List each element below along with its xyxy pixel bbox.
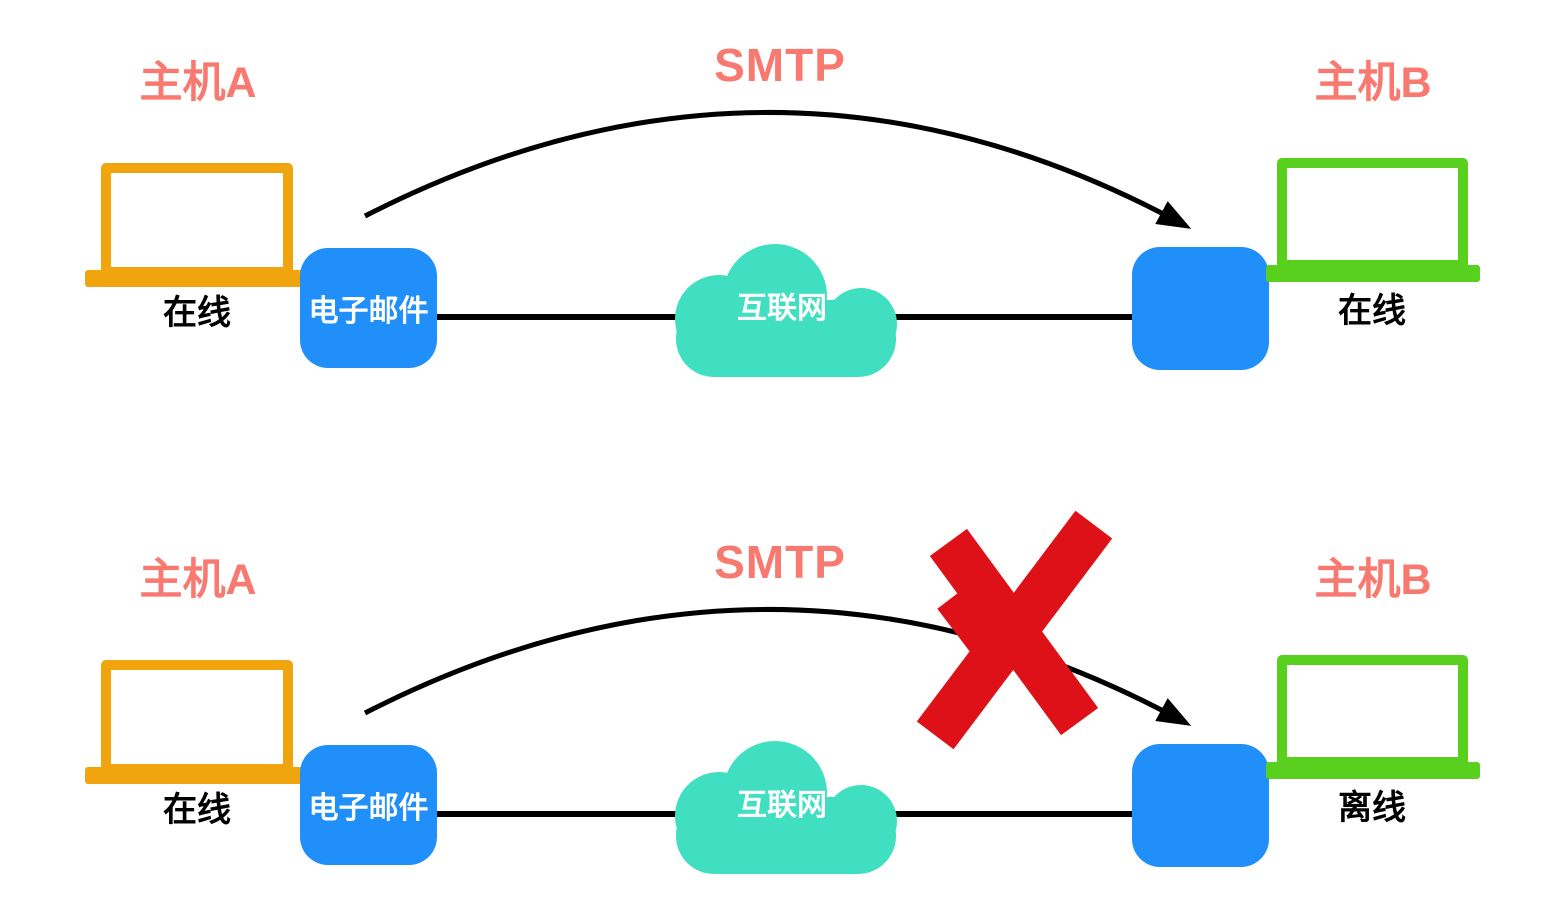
internet-cloud-icon bbox=[675, 741, 897, 874]
email-client-label: 电子邮件 bbox=[308, 792, 429, 825]
host-b-label: 主机B bbox=[1314, 556, 1432, 604]
host-b-status: 离线 bbox=[1338, 789, 1406, 827]
laptop-b-screen bbox=[1277, 655, 1468, 767]
mail-server-box bbox=[1132, 247, 1269, 370]
protocol-label: SMTP bbox=[714, 39, 846, 91]
email-client-box: 电子邮件 bbox=[300, 745, 437, 865]
laptop-b-base bbox=[1266, 762, 1480, 779]
host-a-status: 在线 bbox=[163, 791, 231, 829]
laptop-a-base bbox=[85, 270, 311, 287]
host-a-label: 主机A bbox=[139, 556, 257, 604]
email-client-box: 电子邮件 bbox=[300, 248, 437, 368]
email-client-label: 电子邮件 bbox=[308, 295, 429, 328]
laptop-b-screen bbox=[1277, 158, 1468, 270]
laptop-a-base bbox=[85, 767, 311, 784]
laptop-b-base bbox=[1266, 265, 1480, 282]
internet-label: 互联网 bbox=[737, 789, 827, 822]
mail-server-box bbox=[1132, 744, 1269, 867]
panel2-graphics bbox=[363, 510, 1192, 874]
internet-label: 互联网 bbox=[737, 292, 827, 325]
host-b-label: 主机B bbox=[1314, 59, 1432, 107]
laptop-a-screen bbox=[101, 163, 293, 277]
host-b-status: 在线 bbox=[1338, 292, 1406, 330]
host-a-status: 在线 bbox=[163, 294, 231, 332]
internet-cloud-icon bbox=[675, 244, 897, 377]
smtp-arrow bbox=[363, 110, 1192, 229]
protocol-label: SMTP bbox=[714, 536, 846, 588]
laptop-a-screen bbox=[101, 660, 293, 774]
host-a-label: 主机A bbox=[139, 59, 257, 107]
scenario-offline: 主机A SMTP 主机B 在线 电子邮件 互联网 离线 bbox=[0, 497, 1550, 918]
blocked-cross-icon bbox=[916, 510, 1113, 750]
panel1-graphics bbox=[363, 110, 1192, 377]
scenario-online: 主机A SMTP 主机B 在线 电子邮件 互联网 在线 bbox=[85, 39, 1480, 377]
